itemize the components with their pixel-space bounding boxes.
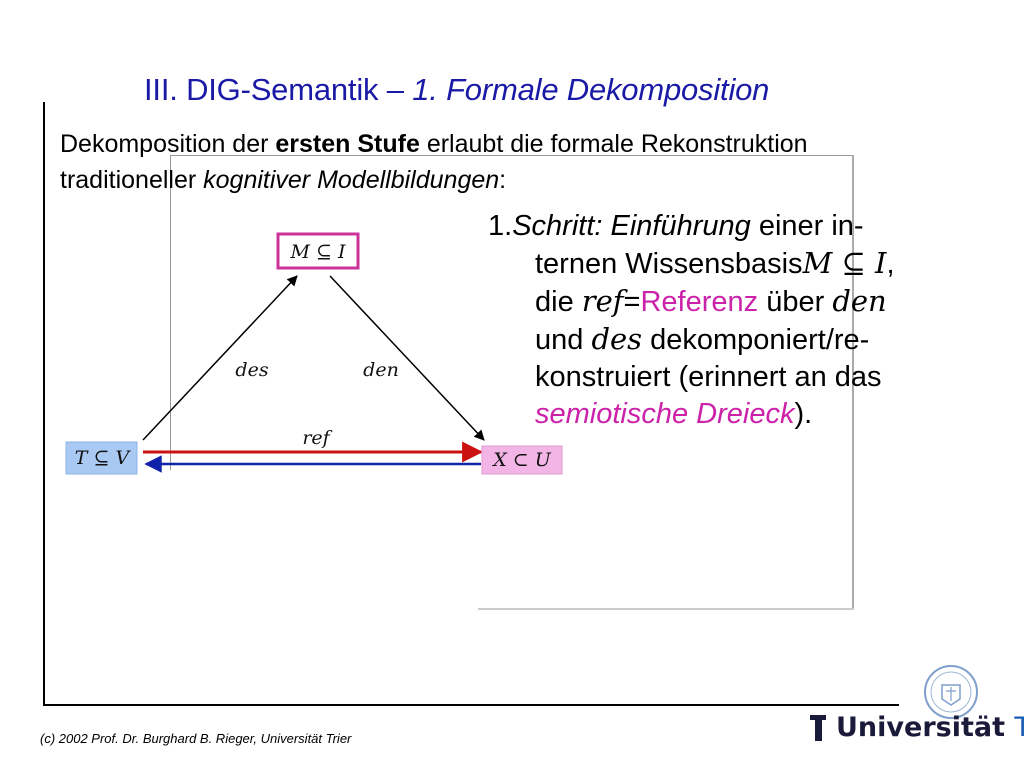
step-line-2: ternen WissensbasisM ⊆ I, bbox=[488, 245, 895, 283]
node-right-label: X ⊂ U bbox=[491, 449, 552, 471]
university-seal-icon bbox=[924, 665, 978, 719]
footer-copyright: (c) 2002 Prof. Dr. Burghard B. Rieger, U… bbox=[40, 731, 352, 746]
slide-title: III. DIG-Semantik – 1. Formale Dekomposi… bbox=[144, 72, 769, 108]
step-line-5: konstruiert (erinnert an das bbox=[488, 359, 895, 396]
step-description: 1.Schritt: Einführung einer in- ternen W… bbox=[488, 208, 895, 433]
step-text: ternen Wissensbasis bbox=[535, 248, 803, 280]
intro-bold: ersten Stufe bbox=[275, 130, 420, 158]
den-arrow bbox=[329, 275, 485, 441]
logo-city: Trier bbox=[1014, 712, 1024, 743]
step-line-4: und des dekomponiert/re- bbox=[488, 321, 895, 359]
node-right-box bbox=[481, 445, 563, 475]
node-top-box bbox=[276, 232, 360, 270]
panel-border-left bbox=[170, 155, 171, 470]
panel-border-bottom bbox=[478, 608, 854, 610]
intro-text: Dekomposition der bbox=[60, 130, 276, 158]
step-math: den bbox=[832, 284, 887, 318]
intro-paragraph: Dekomposition der ersten Stufe erlaubt d… bbox=[60, 126, 808, 198]
step-math: M ⊆ I bbox=[802, 246, 887, 280]
step-text: , bbox=[886, 248, 895, 280]
ref-label: ref bbox=[302, 427, 332, 449]
intro-line-1: Dekomposition der ersten Stufe erlaubt d… bbox=[60, 126, 808, 162]
intro-line-2: traditioneller kognitiver Modellbildunge… bbox=[60, 162, 808, 198]
des-arrow bbox=[142, 275, 298, 441]
intro-text: erlaubt die formale Rekonstruktion bbox=[419, 130, 808, 158]
university-logo-text: Universität Trier bbox=[836, 712, 1024, 743]
step-text: dekomponiert/re- bbox=[642, 324, 870, 356]
step-label: Schritt: Einführung bbox=[512, 210, 751, 242]
university-logo: Universität Trier bbox=[810, 712, 1024, 743]
step-math: des bbox=[591, 322, 643, 356]
node-top-label: M ⊆ I bbox=[290, 241, 346, 263]
intro-text: : bbox=[499, 166, 507, 194]
step-text: über bbox=[758, 286, 833, 318]
step-highlight: Referenz bbox=[640, 286, 759, 318]
frame-left-rule bbox=[43, 102, 45, 706]
step-line-3: die ref=Referenz über den bbox=[488, 283, 895, 321]
node-left-label: T ⊆ V bbox=[75, 447, 132, 469]
step-math: ref bbox=[581, 284, 624, 318]
step-text: die bbox=[535, 286, 582, 318]
step-highlight: semiotische Dreieck bbox=[535, 398, 795, 430]
step-text: einer in- bbox=[750, 210, 864, 242]
step-text: und bbox=[535, 324, 592, 356]
university-logo-mark-icon bbox=[810, 714, 826, 741]
intro-text: traditioneller bbox=[60, 166, 204, 194]
title-main: III. DIG-Semantik – bbox=[144, 72, 413, 107]
logo-name: Universität bbox=[836, 712, 1005, 743]
step-text: konstruiert (erinnert an das bbox=[535, 361, 882, 393]
step-line-6: semiotische Dreieck). bbox=[488, 396, 895, 433]
des-label: des bbox=[235, 359, 268, 381]
step-line-1: 1.Schritt: Einführung einer in- bbox=[488, 208, 895, 245]
step-text: = bbox=[623, 286, 641, 318]
panel-border-top bbox=[170, 155, 854, 156]
step-text: ). bbox=[794, 398, 813, 430]
panel-border-right bbox=[852, 155, 854, 610]
frame-bottom-rule bbox=[43, 704, 899, 706]
node-left-box bbox=[65, 441, 138, 475]
den-label: den bbox=[363, 359, 399, 381]
intro-italic: kognitiver Modellbildungen bbox=[203, 166, 500, 194]
step-number: 1. bbox=[488, 210, 513, 242]
title-subtitle: 1. Formale Dekomposition bbox=[412, 72, 770, 107]
